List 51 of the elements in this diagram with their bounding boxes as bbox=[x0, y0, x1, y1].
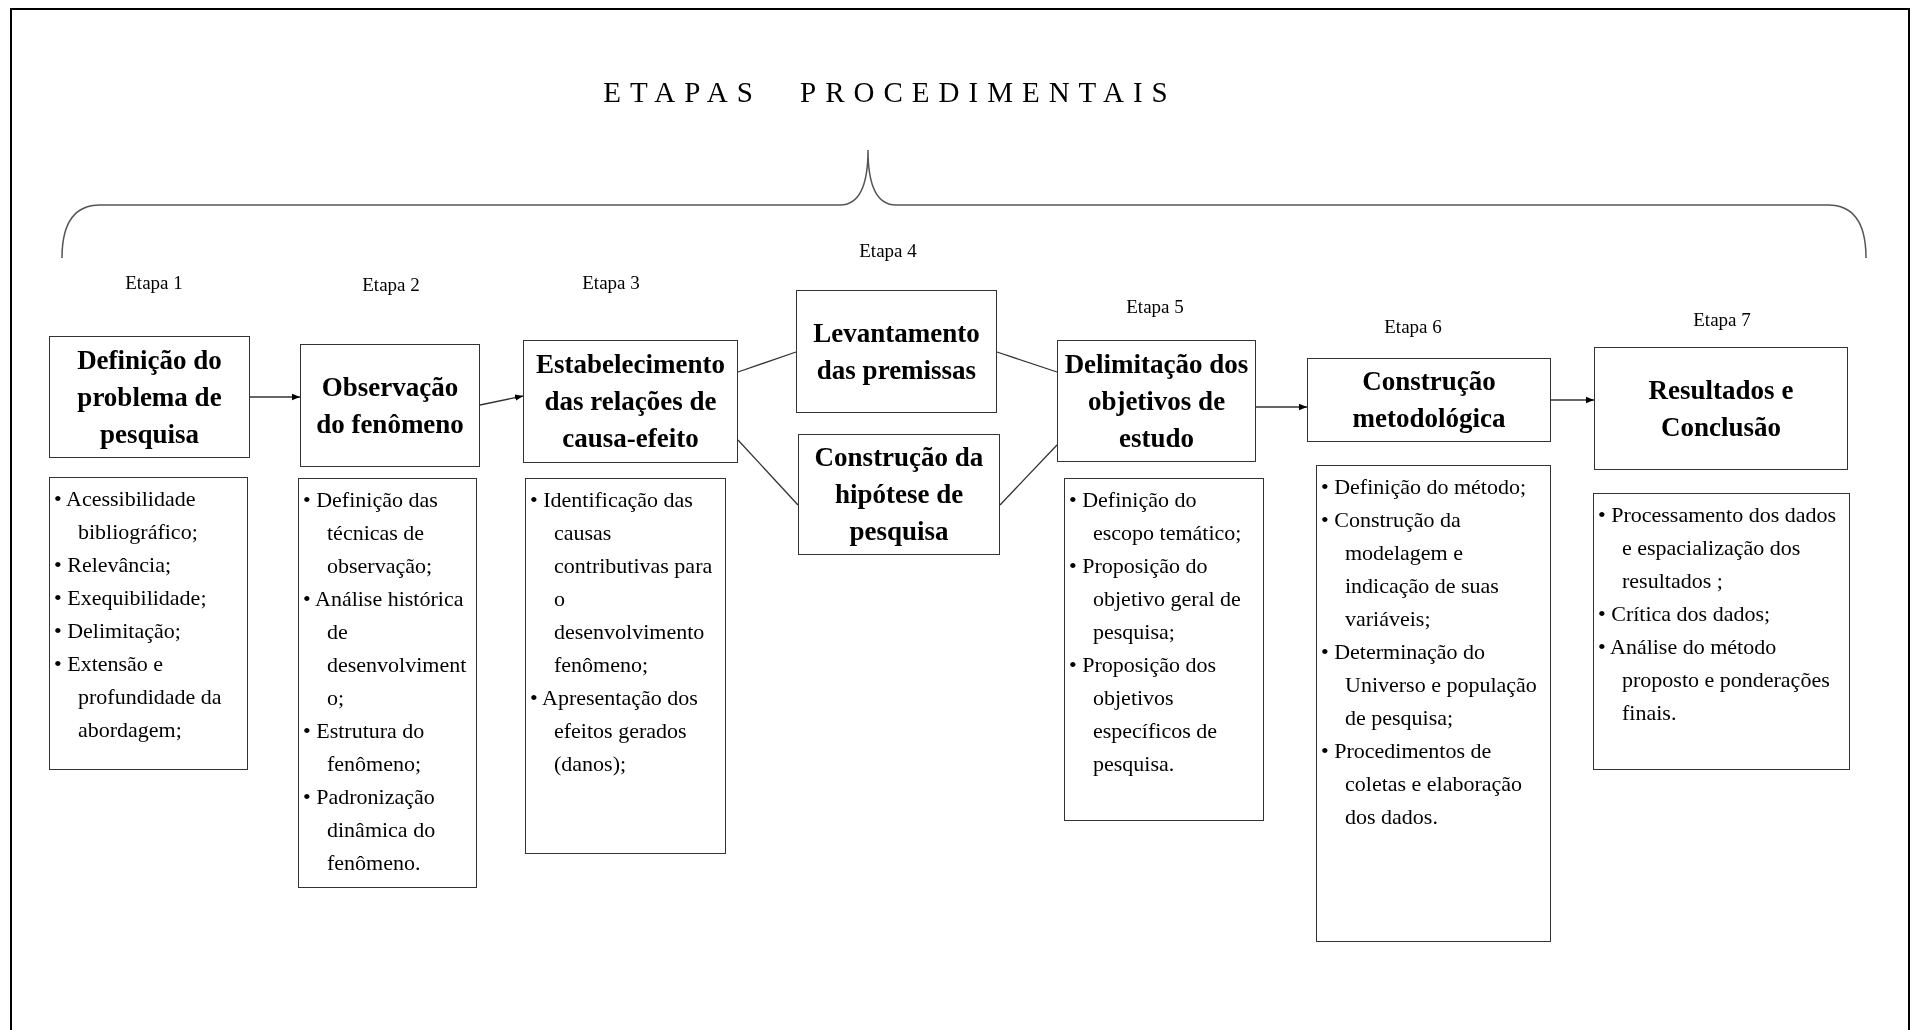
stage-label: Etapa 3 bbox=[582, 272, 640, 294]
bullet-item: • Análise histórica de desenvolvimento; bbox=[303, 585, 468, 712]
detail-box bbox=[1593, 493, 1850, 770]
stage-box: Estabelecimento das relações de causa-efeito bbox=[523, 340, 738, 463]
bullet-item: • Proposição dos objetivos específicos de pesquisa. bbox=[1069, 651, 1218, 778]
bullet-item: • Definição do escopo temático; bbox=[1069, 486, 1243, 547]
connector-line bbox=[996, 351, 1058, 373]
stage-box: Delimitação dos objetivos de estudo bbox=[1057, 340, 1256, 462]
connector-line bbox=[737, 351, 797, 373]
arrow bbox=[1550, 396, 1595, 404]
stage-label: Etapa 2 bbox=[362, 274, 420, 296]
detail-box bbox=[525, 478, 726, 854]
stage-box: Observação do fenômeno bbox=[300, 344, 480, 467]
stage-box: Construção da hipótese de pesquisa bbox=[798, 434, 1000, 555]
stage-box: Levantamento das premissas bbox=[796, 290, 997, 413]
bullet-item: • Determinação do Universo e população de pesquisa; bbox=[1321, 638, 1538, 732]
stage-box: Resultados e Conclusão bbox=[1594, 347, 1848, 470]
bullet-item: • Crítica dos dados; bbox=[1598, 600, 1772, 628]
bullet-item: • Delimitação; bbox=[54, 617, 182, 645]
bullet-item: • Definição do método; bbox=[1321, 473, 1528, 501]
stage-box: Definição do problema de pesquisa bbox=[49, 336, 250, 458]
connector-line bbox=[999, 444, 1058, 506]
stage-label: Etapa 1 bbox=[125, 272, 183, 294]
bullet-item: • Proposição do objetivo geral de pesquisa; bbox=[1069, 552, 1242, 646]
bullet-item: • Acessibilidade bibliográfico; bbox=[54, 485, 199, 546]
arrow bbox=[249, 393, 301, 401]
detail-box bbox=[1316, 465, 1551, 942]
stage-label: Etapa 6 bbox=[1384, 316, 1442, 338]
stage-label: Etapa 5 bbox=[1126, 296, 1184, 318]
bullet-item: • Exequibilidade; bbox=[54, 584, 208, 612]
diagram-title: ETAPAS PROCEDIMENTAIS bbox=[602, 76, 1178, 109]
bullet-item: • Identificação das causas contributivas para o desenvolvimento fenômeno; bbox=[530, 486, 714, 679]
bullet-item: • Construção da modelagem e indicação de suas variáveis; bbox=[1321, 506, 1500, 633]
stage-label: Etapa 7 bbox=[1693, 309, 1751, 331]
stage-box: Construção metodológica bbox=[1307, 358, 1551, 442]
stage-label: Etapa 4 bbox=[859, 240, 917, 262]
bullet-item: • Padronização dinâmica do fenômeno. bbox=[303, 783, 437, 877]
detail-box bbox=[1064, 478, 1264, 821]
arrow bbox=[479, 394, 524, 406]
bullet-item: • Análise do método proposto e ponderações finais. bbox=[1598, 633, 1831, 727]
arrow bbox=[1255, 403, 1308, 411]
bullet-item: • Procedimentos de coletas e elaboração dos dados. bbox=[1321, 737, 1524, 831]
connector-line bbox=[737, 439, 799, 506]
bullet-item: • Extensão e profundidade da abordagem; bbox=[54, 650, 223, 744]
bullet-item: • Apresentação dos efeitos gerados (danos); bbox=[530, 684, 699, 778]
detail-box bbox=[298, 478, 477, 888]
bullet-item: • Processamento dos dados e espacialização dos resultados ; bbox=[1598, 501, 1838, 595]
bullet-item: • Relevância; bbox=[54, 551, 173, 579]
bullet-item: • Definição das técnicas de observação; bbox=[303, 486, 439, 580]
bullet-item: • Estrutura do fenômeno; bbox=[303, 717, 426, 778]
detail-box bbox=[49, 477, 248, 770]
